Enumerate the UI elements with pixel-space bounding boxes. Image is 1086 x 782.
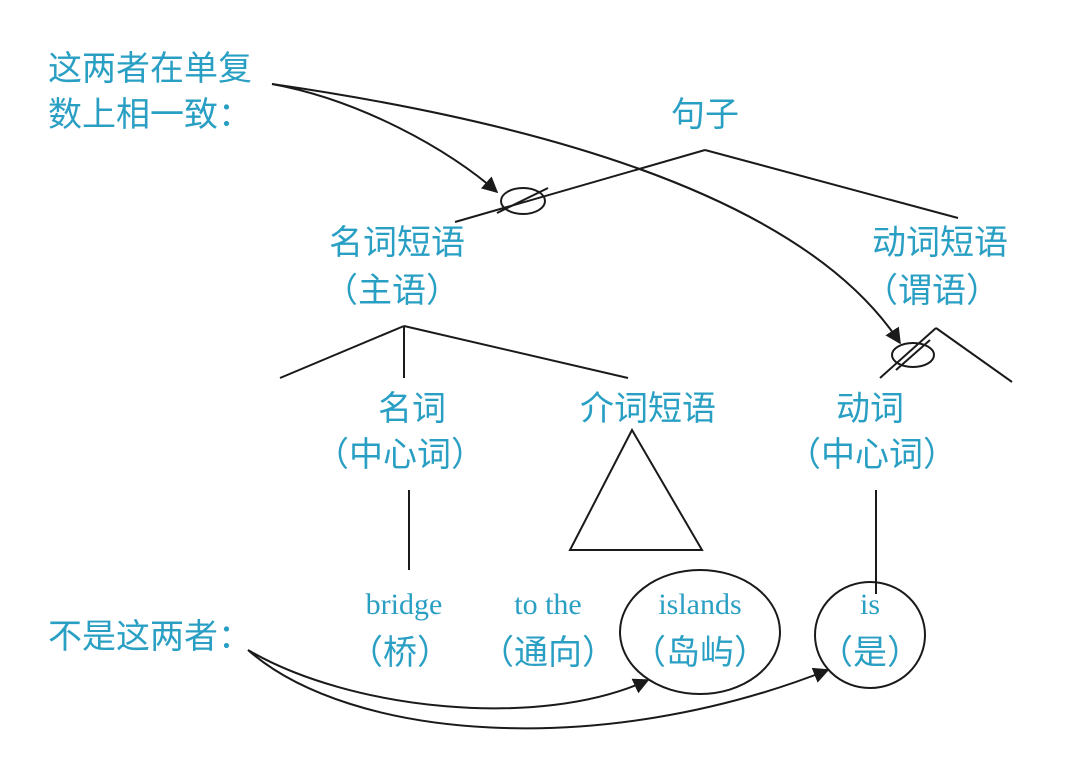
vp-ellipse-slash: [895, 339, 931, 371]
verb-role-label: （中心词）: [787, 435, 957, 475]
root-to-vp-branch: [704, 149, 959, 219]
agree-arrow-to-vp: [271, 83, 901, 345]
not-these-note: 不是这两者：: [48, 617, 252, 657]
agreement-note-line-2: 数上相一致：: [48, 95, 252, 135]
word-to-the: to the: [514, 588, 582, 621]
word-is: is: [859, 588, 881, 621]
noun-role-label: （中心词）: [315, 435, 485, 475]
np-role-label: （主语）: [324, 271, 460, 311]
verb-label: 动词: [836, 389, 904, 429]
islands-circle: [619, 569, 781, 695]
pp-label: 介词短语: [580, 389, 716, 429]
vp-left-branch: [879, 327, 937, 379]
word-is-gloss: （是）: [819, 633, 921, 673]
noun-label: 名词: [378, 389, 446, 429]
not-arrow-to-islands: [247, 649, 650, 710]
vp-agreement-ellipse: [891, 342, 935, 368]
is-circle: [814, 581, 926, 689]
vp-role-label: （谓语）: [864, 271, 1000, 311]
root-sentence-label: 句子: [671, 95, 739, 135]
pp-triangle: [568, 427, 704, 551]
vp-label: 动词短语: [872, 223, 1008, 263]
word-bridge: bridge: [365, 588, 443, 621]
np-ellipse-slash: [496, 187, 549, 214]
np-left-branch: [279, 325, 405, 379]
word-islands: islands: [658, 588, 742, 621]
word-islands-gloss: （岛屿）: [632, 633, 768, 673]
word-bridge-gloss: （桥）: [349, 633, 451, 673]
word-to-the-gloss: （通向）: [480, 633, 616, 673]
agreement-note-line-1: 这两者在单复: [48, 49, 252, 89]
np-to-pp-branch: [403, 325, 629, 379]
not-arrow-to-is: [247, 649, 830, 730]
root-to-np-branch: [454, 149, 706, 223]
vp-right-branch: [935, 327, 1013, 383]
np-agreement-ellipse: [500, 187, 546, 215]
np-label: 名词短语: [329, 223, 465, 263]
agree-arrow-to-np: [271, 83, 499, 194]
